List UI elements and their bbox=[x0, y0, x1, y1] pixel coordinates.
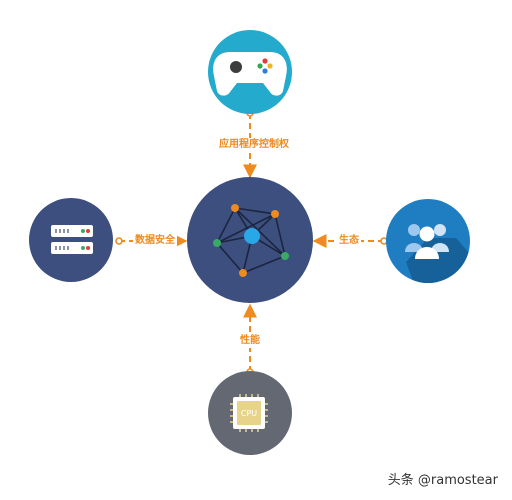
label-ecosystem: 生态 bbox=[337, 234, 361, 248]
label-performance: 性能 bbox=[238, 334, 262, 348]
top-node bbox=[208, 30, 292, 114]
cpu-icon: CPU bbox=[230, 394, 268, 432]
hub-node bbox=[187, 177, 313, 303]
people-icon bbox=[405, 224, 449, 259]
gamepad-icon bbox=[213, 52, 287, 96]
left-node bbox=[29, 198, 113, 282]
label-app-control: 应用程序控制权 bbox=[217, 138, 291, 152]
watermark: 头条 @ramostear bbox=[387, 473, 498, 488]
connector-left-start bbox=[115, 237, 123, 245]
label-data-security: 数据安全 bbox=[133, 234, 177, 248]
server-icon bbox=[51, 225, 93, 254]
cpu-chip-text: CPU bbox=[241, 409, 257, 418]
network-icon bbox=[213, 204, 289, 277]
right-node bbox=[386, 199, 470, 283]
bottom-node: CPU bbox=[208, 371, 292, 455]
